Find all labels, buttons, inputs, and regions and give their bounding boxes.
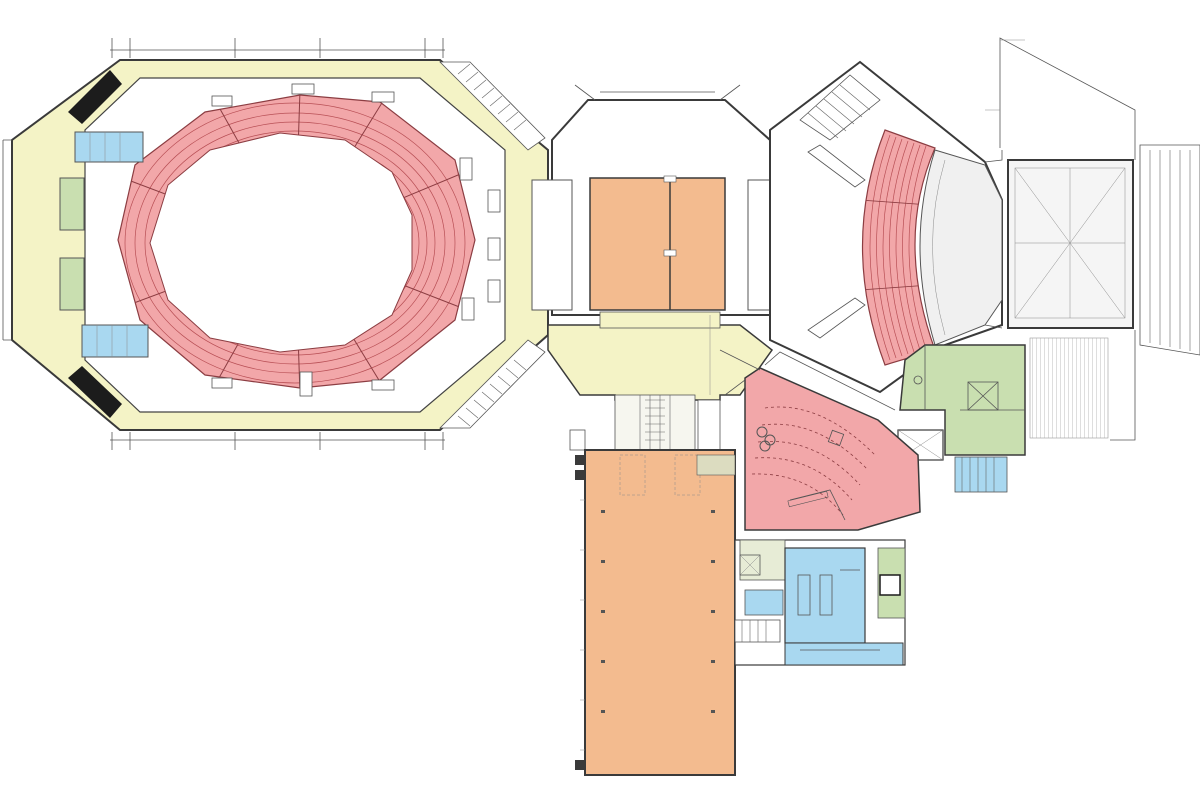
lower-exhibit-hall-block	[569, 429, 736, 776]
lower-exhibit-hall	[584, 449, 736, 776]
arena-perimeter-fence	[110, 38, 445, 450]
service-yard-hatch	[1029, 337, 1109, 439]
arena-support-room-west-b	[59, 257, 85, 311]
corner-stair-tower-nw	[68, 70, 122, 124]
arena-restrooms	[74, 131, 149, 358]
theater-aisle-stair-upper	[807, 144, 866, 188]
kitchen-service	[734, 539, 906, 666]
upper-exhibit-hall	[589, 177, 726, 311]
backstage-stair	[954, 456, 1008, 493]
loading-dock-stairs	[1139, 144, 1200, 356]
theater-stage	[919, 149, 1003, 346]
kitchen	[784, 547, 866, 644]
lobby-escalators	[614, 394, 696, 451]
arena	[2, 38, 549, 450]
theater-stair-north	[799, 74, 881, 141]
connector-corridor	[719, 349, 761, 396]
arena-stair-southeast	[439, 339, 546, 429]
corner-stair-tower-sw	[68, 366, 122, 418]
backstage-rooms	[899, 344, 1026, 456]
arena-seating-bowl	[117, 94, 476, 389]
arena-stair-northeast	[439, 61, 546, 151]
theater	[769, 37, 1200, 441]
main-lobby	[547, 324, 774, 401]
arena-event-floor	[149, 132, 413, 353]
arena-vomitories	[211, 83, 475, 397]
lecture-hall	[744, 351, 921, 531]
arena-support-room-west-a	[59, 177, 85, 231]
central-block	[531, 84, 777, 451]
theater-aisle-stair-lower	[807, 297, 866, 339]
